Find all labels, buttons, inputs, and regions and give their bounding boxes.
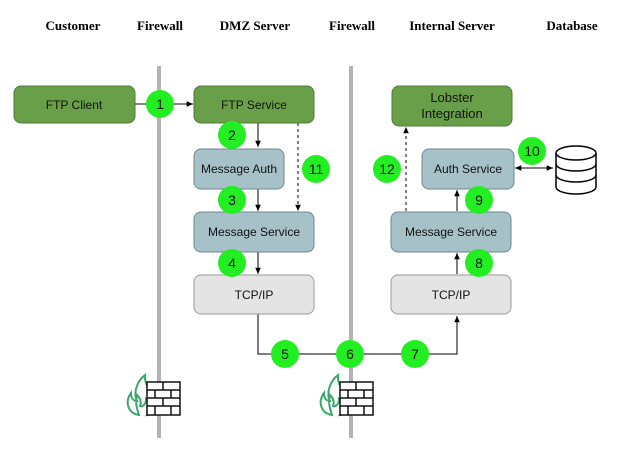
step-marker-7: 7 xyxy=(401,340,429,368)
internal-message-service-label: Message Service xyxy=(405,225,497,239)
firewall-icon xyxy=(126,372,181,417)
step-marker-8: 8 xyxy=(465,249,493,277)
step-number: 9 xyxy=(475,192,483,208)
header-firewall-right: Firewall xyxy=(329,18,375,33)
step-marker-9: 9 xyxy=(465,186,493,214)
step-number: 7 xyxy=(411,346,419,362)
dmz-tcpip-label: TCP/IP xyxy=(235,288,274,302)
message-auth-label: Message Auth xyxy=(201,162,277,176)
header-customer: Customer xyxy=(46,18,101,33)
step-number: 10 xyxy=(524,143,540,159)
dmz-message-service-box: Message Service xyxy=(193,211,315,253)
step-marker-5: 5 xyxy=(271,340,299,368)
internal-tcpip-label: TCP/IP xyxy=(432,288,471,302)
step-marker-12: 12 xyxy=(373,155,401,183)
step-number: 8 xyxy=(475,255,483,271)
step-marker-1: 1 xyxy=(146,90,174,118)
step-marker-4: 4 xyxy=(218,249,246,277)
lobster-integration-box: Lobster Integration xyxy=(391,85,513,127)
internal-message-service-box: Message Service xyxy=(390,211,512,253)
dmz-tcpip-box: TCP/IP xyxy=(193,274,315,315)
header-firewall-left: Firewall xyxy=(137,18,183,33)
message-auth-box: Message Auth xyxy=(193,148,285,190)
ftp-client-box: FTP Client xyxy=(13,85,136,124)
header-database: Database xyxy=(546,18,598,33)
firewall-icon xyxy=(319,372,374,417)
lobster-integration-label-line1: Lobster xyxy=(430,90,474,105)
auth-service-label: Auth Service xyxy=(434,162,502,176)
auth-service-box: Auth Service xyxy=(421,148,515,190)
header-internal-server: Internal Server xyxy=(409,18,495,33)
step-number: 12 xyxy=(379,161,395,177)
ftp-service-label: FTP Service xyxy=(221,98,287,112)
step-number: 1 xyxy=(156,96,164,112)
step-number: 4 xyxy=(228,255,236,271)
step-marker-11: 11 xyxy=(302,155,330,183)
step-marker-6: 6 xyxy=(336,340,364,368)
header-dmz-server: DMZ Server xyxy=(220,18,291,33)
internal-tcpip-box: TCP/IP xyxy=(390,274,512,315)
step-marker-2: 2 xyxy=(218,121,246,149)
step-marker-3: 3 xyxy=(218,186,246,214)
step-number: 2 xyxy=(228,127,236,143)
step-number: 3 xyxy=(228,192,236,208)
database-icon xyxy=(555,145,597,195)
ftp-service-box: FTP Service xyxy=(193,85,315,124)
step-number: 6 xyxy=(346,346,354,362)
dmz-message-service-label: Message Service xyxy=(208,225,300,239)
lobster-integration-label-line2: Integration xyxy=(421,106,482,121)
ftp-client-label: FTP Client xyxy=(46,98,103,112)
step-number: 5 xyxy=(281,346,289,362)
step-number: 11 xyxy=(309,161,324,177)
step-marker-10: 10 xyxy=(518,137,546,165)
